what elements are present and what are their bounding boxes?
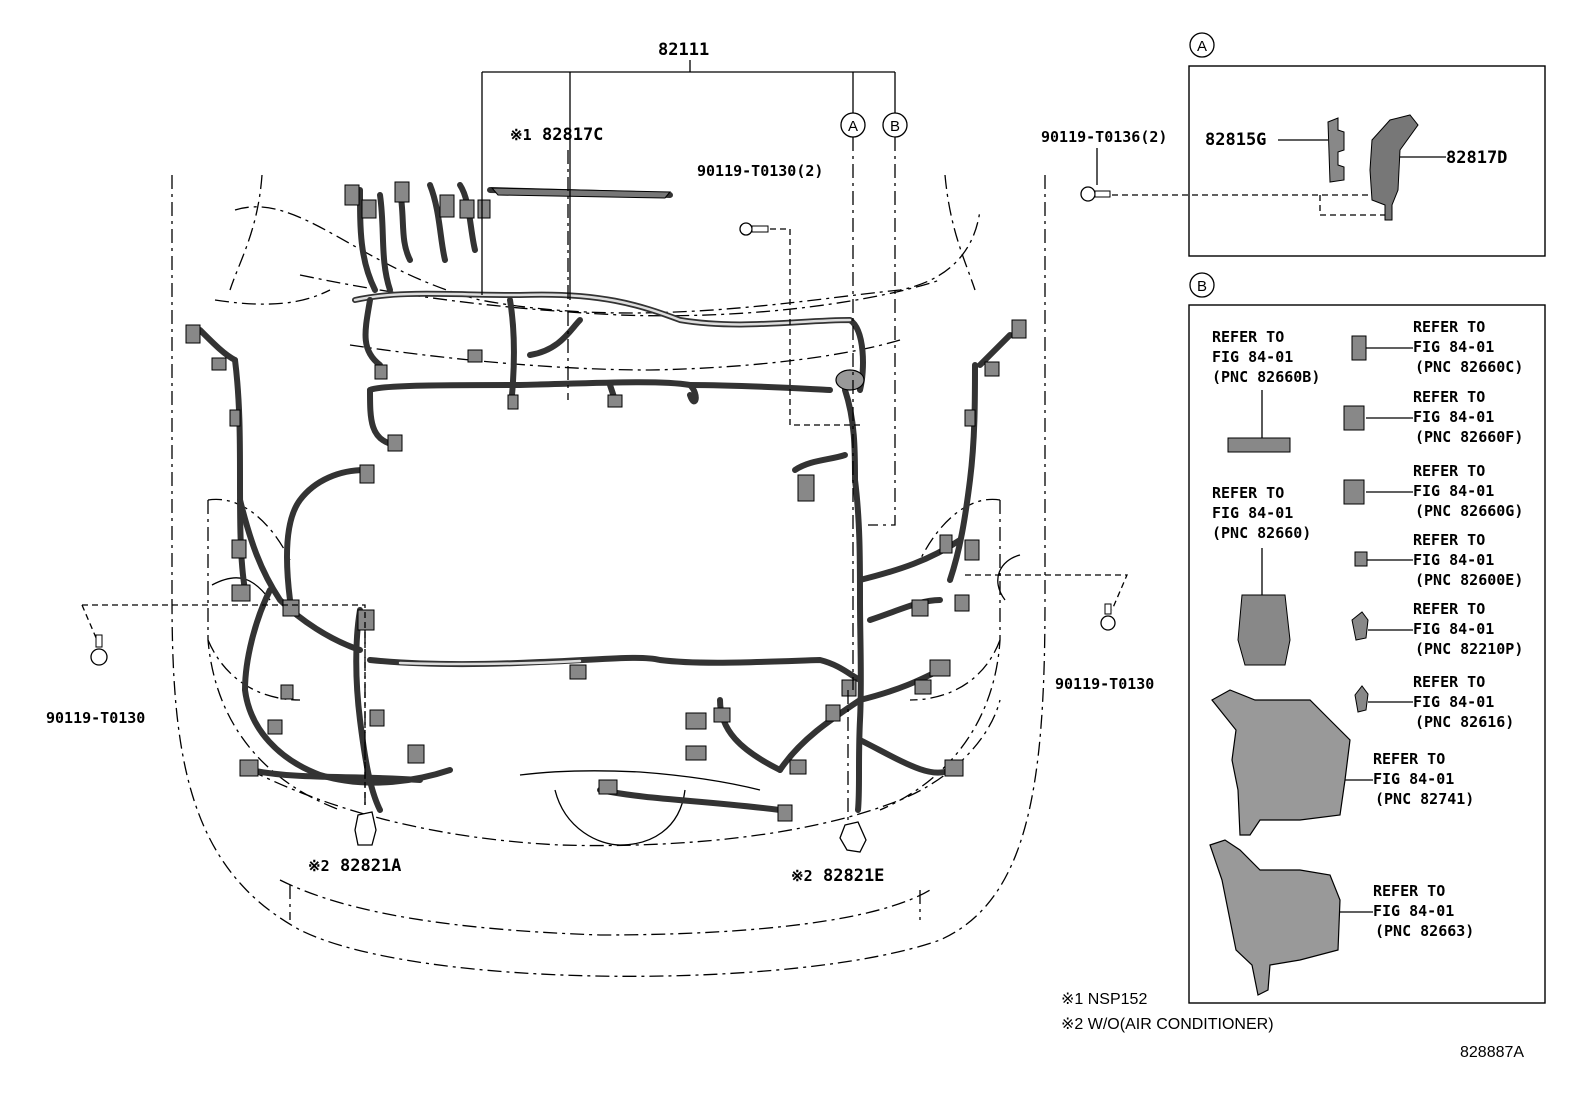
connector-82660c-icon xyxy=(1351,335,1367,361)
cover-82663-icon xyxy=(1209,839,1341,996)
part-82817c-shape xyxy=(490,187,672,199)
circle-b-marker xyxy=(882,112,908,138)
ref-82600e-line2: FIG 84-01 xyxy=(1413,551,1494,569)
detail-b-circle-label: B xyxy=(1197,278,1207,295)
connector-82660g-icon xyxy=(1343,479,1365,505)
ref-82616-line3: (PNC 82616) xyxy=(1415,713,1514,731)
ref-82660b-line3: (PNC 82660B) xyxy=(1212,368,1320,386)
label-82111: 82111 xyxy=(658,40,709,60)
detail-b-panel: B REFER TO FIG 84-01 (PNC 82660B) REFER … xyxy=(1188,272,1546,1004)
ref-82663-line2: FIG 84-01 xyxy=(1373,902,1454,920)
screw-detail-a-icon xyxy=(1080,186,1111,202)
ref-82616-line2: FIG 84-01 xyxy=(1413,693,1494,711)
footnote-2: ※2 W/O(AIR CONDITIONER) xyxy=(1061,1016,1274,1033)
ref-82660c-line3: (PNC 82660C) xyxy=(1415,358,1523,376)
ref-82660g-line3: (PNC 82660G) xyxy=(1415,502,1523,520)
ref-82600e-line3: (PNC 82600E) xyxy=(1415,571,1523,589)
ref-82660f-line1: REFER TO xyxy=(1413,388,1485,406)
label-82817c: 82817C xyxy=(542,125,603,145)
label-screw-detail-a: 90119-T0136(2) xyxy=(1041,128,1167,146)
ref-82210p-line1: REFER TO xyxy=(1413,600,1485,618)
ref-82660-line3: (PNC 82660) xyxy=(1212,524,1311,542)
circle-a-marker xyxy=(840,112,866,138)
ref-82660b-line2: FIG 84-01 xyxy=(1212,348,1293,366)
connector-82616-icon xyxy=(1354,685,1369,713)
circle-a-label: A xyxy=(848,118,858,135)
circle-b-label: B xyxy=(890,118,900,135)
ref-82741-line1: REFER TO xyxy=(1373,750,1445,768)
detail-a-circle-label: A xyxy=(1197,38,1207,55)
ref-82660-line2: FIG 84-01 xyxy=(1212,504,1293,522)
ref-82616-line1: REFER TO xyxy=(1413,673,1485,691)
ref-82660b-line1: REFER TO xyxy=(1212,328,1284,346)
label-screw-center: 90119-T0130(2) xyxy=(697,162,823,180)
label-82821a: 82821A xyxy=(340,856,401,876)
ref-82600e-line1: REFER TO xyxy=(1413,531,1485,549)
ref-82660f-line2: FIG 84-01 xyxy=(1413,408,1494,426)
ref-82660-line1: REFER TO xyxy=(1212,484,1284,502)
screw-center-icon xyxy=(739,222,769,236)
ref-82663-line3: (PNC 82663) xyxy=(1375,922,1474,940)
harness-connectors xyxy=(185,181,1027,822)
label-82815g: 82815G xyxy=(1205,130,1266,150)
ref-82660c-line1: REFER TO xyxy=(1413,318,1485,336)
label-screw-left: 90119-T0130 xyxy=(46,709,145,727)
label-screw-right: 90119-T0130 xyxy=(1055,675,1154,693)
clip-82821a-icon xyxy=(354,811,377,846)
mark-82817c: ※1 xyxy=(510,126,532,144)
clip-82821e-icon xyxy=(839,821,867,853)
bracket-82817d-icon xyxy=(1369,114,1419,221)
mark-82821a: ※2 xyxy=(308,857,330,875)
ref-82660g-line1: REFER TO xyxy=(1413,462,1485,480)
connector-82210p-icon xyxy=(1351,611,1369,641)
screw-left-icon xyxy=(90,634,108,666)
ref-82660f-line3: (PNC 82660F) xyxy=(1415,428,1523,446)
ref-82210p-line3: (PNC 82210P) xyxy=(1415,640,1523,658)
bracket-82815g-icon xyxy=(1327,117,1345,183)
relay-block-82741-icon xyxy=(1211,689,1351,836)
footnote-1: ※1 NSP152 xyxy=(1061,991,1147,1008)
connector-82600e-icon xyxy=(1354,551,1368,567)
mark-82821e: ※2 xyxy=(791,867,813,885)
connector-82660f-icon xyxy=(1343,405,1365,431)
ref-82663-line1: REFER TO xyxy=(1373,882,1445,900)
connector-82660b-icon xyxy=(1227,437,1291,453)
leader-lines xyxy=(81,60,1128,820)
label-82817d: 82817D xyxy=(1446,148,1507,168)
figure-id: 828887A xyxy=(1460,1044,1524,1061)
ref-82741-line2: FIG 84-01 xyxy=(1373,770,1454,788)
detail-a-panel: A 90119-T0136(2) 82815G 82817D xyxy=(1041,32,1546,257)
label-82821e: 82821E xyxy=(823,866,884,886)
connector-82660-icon xyxy=(1237,594,1291,666)
ref-82210p-line2: FIG 84-01 xyxy=(1413,620,1494,638)
ref-82741-line3: (PNC 82741) xyxy=(1375,790,1474,808)
car-body-outline xyxy=(171,174,1046,977)
ref-82660c-line2: FIG 84-01 xyxy=(1413,338,1494,356)
ref-82660g-line2: FIG 84-01 xyxy=(1413,482,1494,500)
screw-right-icon xyxy=(1100,603,1116,631)
